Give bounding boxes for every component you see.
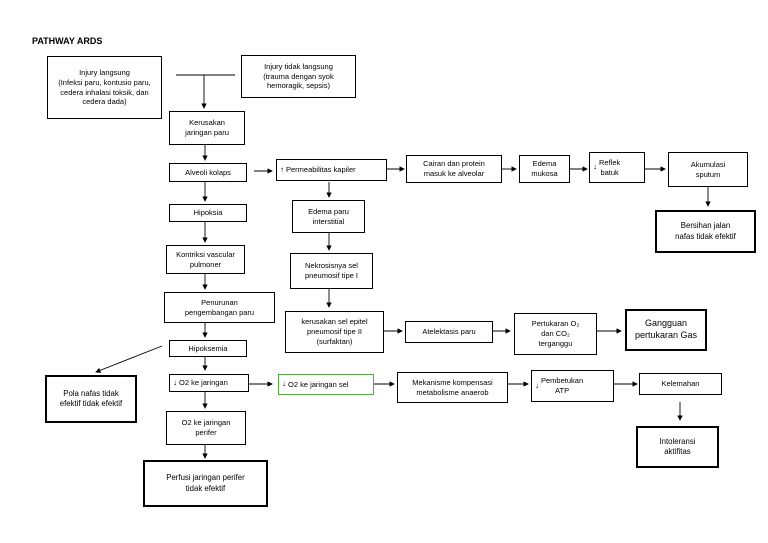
decrease-marker: ↓ <box>173 377 177 387</box>
atelektasis-box: Atelektasis paru <box>405 321 493 343</box>
pembetukan-atp-label: Pembetukan ATP <box>541 376 584 395</box>
permeabilitas-kapiler-box: ↑Permeabilitas kapiler <box>276 159 387 181</box>
nekrosis-box: Nekrosisnya sel pneumosif tipe I <box>290 253 373 289</box>
decrease-marker: ↓ <box>593 162 597 172</box>
akumulasi-sputum-box: Akumulasi sputum <box>668 152 748 187</box>
pola-nafas-box: Pola nafas tidak efektif tidak efektif <box>45 375 137 423</box>
kerusakan-sel-epitel-box: kerusakan sel epitel pneumosif tipe II (… <box>285 311 384 353</box>
edema-mukosa-box: Edema mukosa <box>519 155 570 183</box>
injury-tidak-langsung-box: Injury tidak langsung (trauma dengan syo… <box>241 55 356 98</box>
hipoksemia-box: Hipoksemia <box>169 340 247 357</box>
reflek-batuk-label: Reflek batuk <box>599 157 621 177</box>
cairan-protein-box: Cairan dan protein masuk ke alveolar <box>406 155 502 183</box>
alveoli-kolaps-box: Alveoli kolaps <box>169 163 247 182</box>
bersihan-jalan-nafas-box: Bersihan jalan nafas tidak efektif <box>655 210 756 253</box>
injury-langsung-box: Injury langsung (Infeksi paru, kontusio … <box>47 56 162 119</box>
perfusi-jaringan-box: Perfusi jaringan perifer tidak efektif <box>143 460 268 507</box>
o2-jaringan-box: ↓O2 ke jaringan <box>169 374 249 392</box>
mekanisme-kompensasi-box: Mekanisme kompensasi metabolisme anaerob <box>397 372 508 403</box>
o2-jaringan-sel-box: ↓O2 ke jaringan sel <box>278 374 374 395</box>
kerusakan-jaringan-paru-box: Kerusakan jaringan paru <box>169 111 245 145</box>
edema-paru-box: Edema paru interstitial <box>292 200 365 233</box>
o2-jaringan-sel-label: O2 ke jaringan sel <box>288 379 349 389</box>
increase-marker: ↑ <box>280 164 284 174</box>
arrow-to-pola-nafas <box>95 345 163 373</box>
penurunan-pengembangan-box: Penurunan pengembangan paru <box>164 292 275 323</box>
pertukaran-o2-co2-box: Pertukaran O₂ dan CO₂ terganggu <box>514 313 597 355</box>
diagram-title: PATHWAY ARDS <box>32 36 103 46</box>
kontriksi-vascular-box: Kontriksi vascular pulmoner <box>166 245 245 274</box>
gangguan-pertukaran-gas-box: Gangguan pertukaran Gas <box>625 309 707 351</box>
pembetukan-atp-box: ↓Pembetukan ATP <box>531 370 614 402</box>
o2-jaringan-label: O2 ke jaringan <box>179 378 228 388</box>
decrease-marker: ↓ <box>282 379 286 389</box>
hipoksia-box: Hipoksia <box>169 204 247 222</box>
kelemahan-box: Kelemahan <box>639 373 722 395</box>
intoleransi-aktifitas-box: Intoleransi aktifitas <box>636 426 719 468</box>
permeabilitas-kapiler-label: Permeabilitas kapiler <box>286 165 356 175</box>
o2-jaringan-perifer-box: O2 ke jaringan perifer <box>166 411 246 445</box>
reflek-batuk-box: ↓Reflek batuk <box>589 152 645 183</box>
decrease-marker: ↓ <box>535 380 539 390</box>
